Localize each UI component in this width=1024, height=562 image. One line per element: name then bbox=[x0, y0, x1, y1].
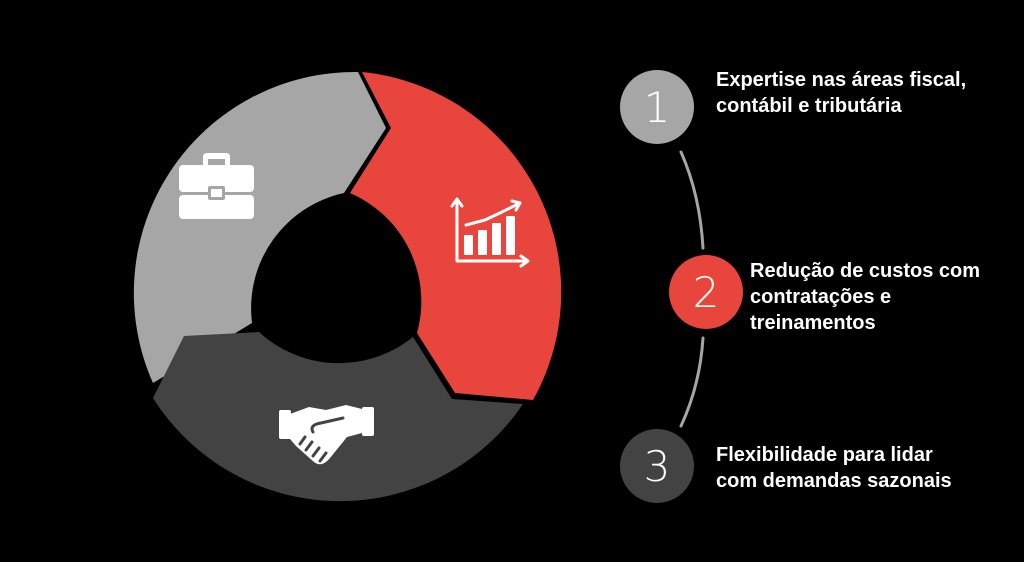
step-connector bbox=[679, 150, 705, 428]
cycle-segment-gray bbox=[133, 71, 386, 384]
step-number-1: 1 bbox=[644, 83, 671, 132]
step-1-description: Expertise nas áreas fiscal, contábil e t… bbox=[716, 67, 966, 119]
step-2-line-1: Redução de custos com bbox=[750, 260, 981, 282]
handshake-icon bbox=[279, 405, 374, 465]
step-1-line-1: Expertise nas áreas fiscal, bbox=[716, 69, 967, 91]
step-3-line-2: com demandas sazonais bbox=[716, 470, 952, 492]
step-circle-3 bbox=[620, 429, 694, 503]
step-number-2: 2 bbox=[693, 268, 720, 317]
step-1-line-2: contábil e tributária bbox=[716, 95, 902, 117]
step-marker-1: 1 bbox=[620, 70, 694, 144]
step-marker-2: 2 bbox=[669, 255, 743, 329]
step-2-description: Redução de custos com contratações e tre… bbox=[750, 258, 980, 336]
growth-chart-icon bbox=[450, 197, 530, 268]
step-circle-1 bbox=[620, 70, 694, 144]
cycle-ring bbox=[133, 71, 562, 502]
step-number-3: 3 bbox=[644, 442, 671, 491]
step-2-line-2: contratações e bbox=[750, 286, 892, 308]
briefcase-icon bbox=[179, 153, 254, 219]
step-circle-2 bbox=[669, 255, 743, 329]
step-3-description: Flexibilidade para lidar com demandas sa… bbox=[716, 442, 952, 494]
step-2-line-3: treinamentos bbox=[750, 312, 876, 334]
step-3-line-1: Flexibilidade para lidar bbox=[716, 444, 933, 466]
step-marker-3: 3 bbox=[620, 429, 694, 503]
